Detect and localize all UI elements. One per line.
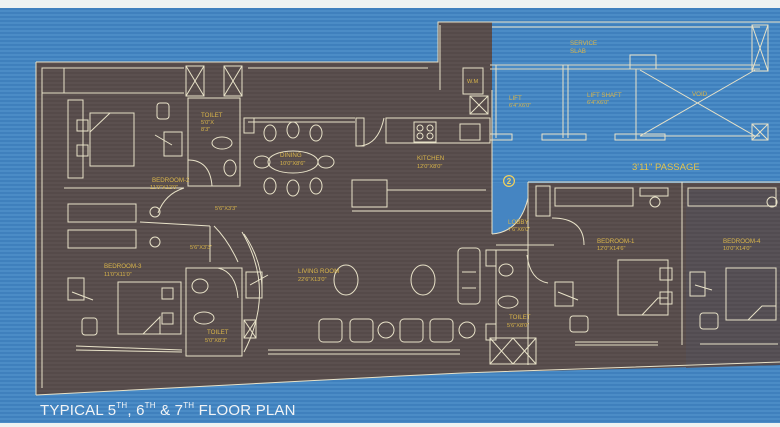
caption-text-1: TYPICAL 5 [40, 402, 117, 419]
caption-text-2: , 6 [127, 402, 145, 419]
caption-text-3: & 7 [155, 402, 184, 419]
bedroom1-label: BEDROOM-1 [597, 238, 635, 245]
toilet-bottom-dim: 5'0"X8'3" [205, 338, 227, 344]
bedroom3-label: BEDROOM-3 [104, 263, 142, 270]
walls [35, 21, 780, 396]
passage-small2-dim: 5'6"X3'3" [190, 245, 212, 251]
dining-dim: 10'0"X8'6" [280, 161, 305, 167]
toilet-top-dim: 5'0"X [201, 120, 214, 126]
toilet-right-label: TOILET [509, 314, 531, 321]
lift-label: LIFT [509, 95, 522, 102]
caption-text-4: FLOOR PLAN [194, 402, 296, 419]
kitchen-dim: 12'0"X8'0" [417, 164, 442, 170]
bedroom4-dim: 10'0"X14'0" [723, 246, 752, 252]
toilet-top-label: TOILET [201, 112, 223, 119]
top-margin [0, 0, 780, 8]
lift-dim: 6'4"X6'0" [509, 103, 531, 109]
void-label: VOID [692, 91, 708, 98]
bedroom1-dim: 12'0"X14'6" [597, 246, 626, 252]
bottom-margin [0, 423, 780, 427]
living-room-label: LIVING ROOM [298, 268, 339, 275]
kitchen-label: KITCHEN [417, 155, 444, 162]
caption-sup-1: TH [116, 401, 128, 410]
room-labels: TOILET 5'0"X 8'3" BEDROOM-2 11'0"X12'0" … [104, 40, 761, 344]
wm-label: W.M [467, 79, 479, 85]
bedroom3-dim: 11'0"X11'0" [104, 272, 132, 278]
lobby-dim: 7'6"X6'0" [508, 227, 530, 233]
passage-label: 3'11" PASSAGE [632, 162, 700, 173]
lobby-label: LOBBY [508, 219, 529, 226]
svg-text:2: 2 [507, 177, 512, 186]
floor-slab [36, 22, 780, 395]
bedroom4-label: BEDROOM-4 [723, 238, 761, 245]
bedroom2-dim: 11'0"X12'0" [150, 185, 178, 191]
caption-sup-3: TH [183, 401, 195, 410]
caption-sup-2: TH [144, 401, 156, 410]
toilet-bottom-label: TOILET [207, 329, 229, 336]
passage-small1-dim: 5'6"X3'3" [215, 206, 237, 212]
service-slab-label: SERVICE [570, 40, 597, 47]
living-room-dim: 22'6"X13'0" [298, 277, 327, 283]
lift-shaft-dim: 6'4"X6'0" [587, 100, 609, 106]
floor-plan-caption: TYPICAL 5TH, 6TH & 7TH FLOOR PLAN [40, 401, 296, 419]
bedroom2-label: BEDROOM-2 [152, 177, 190, 184]
toilet-right-dim: 5'6"X8'0" [507, 323, 529, 329]
service-slab-label2: SLAB [570, 48, 586, 55]
lift-shaft-label: LIFT SHAFT [587, 92, 622, 99]
dining-label: DINING [280, 152, 302, 159]
toilet-top-dim2: 8'3" [201, 127, 210, 133]
unit-number-marker: 2 [503, 175, 515, 187]
